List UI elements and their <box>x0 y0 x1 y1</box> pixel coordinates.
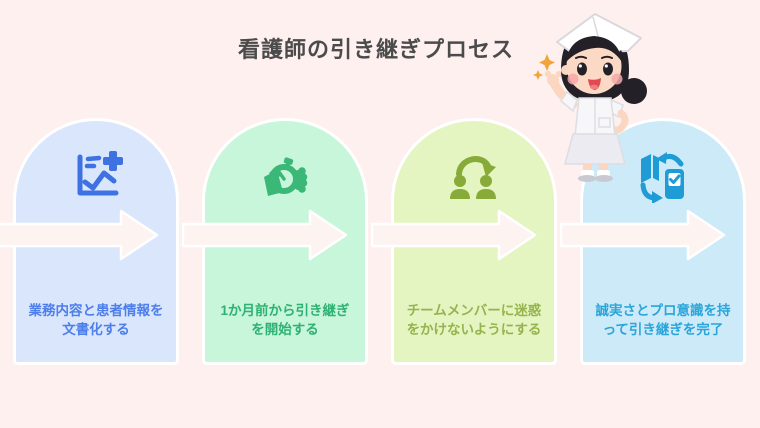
nurse-face <box>561 36 625 94</box>
step-label-3-line2: をかけないようにする <box>406 322 542 337</box>
people-handover-icon <box>446 147 502 203</box>
step-label-1: 業務内容と患者情報を 文書化する <box>16 301 176 339</box>
step-label-2-line2: を開始する <box>251 322 319 337</box>
step-label-4-line2: って引き継ぎを完了 <box>602 322 724 337</box>
step-label-4: 誠実さとプロ意識を持 って引き継ぎを完了 <box>583 301 743 339</box>
step-label-3: チームメンバーに迷惑 をかけないようにする <box>394 301 554 339</box>
flow-arrow-4 <box>560 209 726 261</box>
flow-arrow-1 <box>0 209 159 261</box>
step-label-3-line1: チームメンバーに迷惑 <box>406 303 542 318</box>
flow-arrow-3 <box>371 209 537 261</box>
hand-stopwatch-icon <box>257 147 313 203</box>
flow-arrow-2 <box>182 209 348 261</box>
sparkle-icon <box>533 54 555 80</box>
book-phone-sync-icon <box>635 147 691 204</box>
step-label-2-line1: 1か月前から引き継ぎ <box>220 303 350 318</box>
nurse-body <box>560 90 629 165</box>
page-title: 看護師の引き継ぎプロセス <box>237 37 514 62</box>
step-label-4-line1: 誠実さとプロ意識を持 <box>595 303 731 318</box>
step-label-1-line2: 文書化する <box>62 322 130 337</box>
nurse-legs <box>578 164 613 182</box>
chart-plus-icon <box>68 147 124 203</box>
step-label-1-line1: 業務内容と患者情報を <box>28 303 164 318</box>
step-label-2: 1か月前から引き継ぎ を開始する <box>205 301 365 339</box>
nurse-character-illustration <box>533 13 647 182</box>
